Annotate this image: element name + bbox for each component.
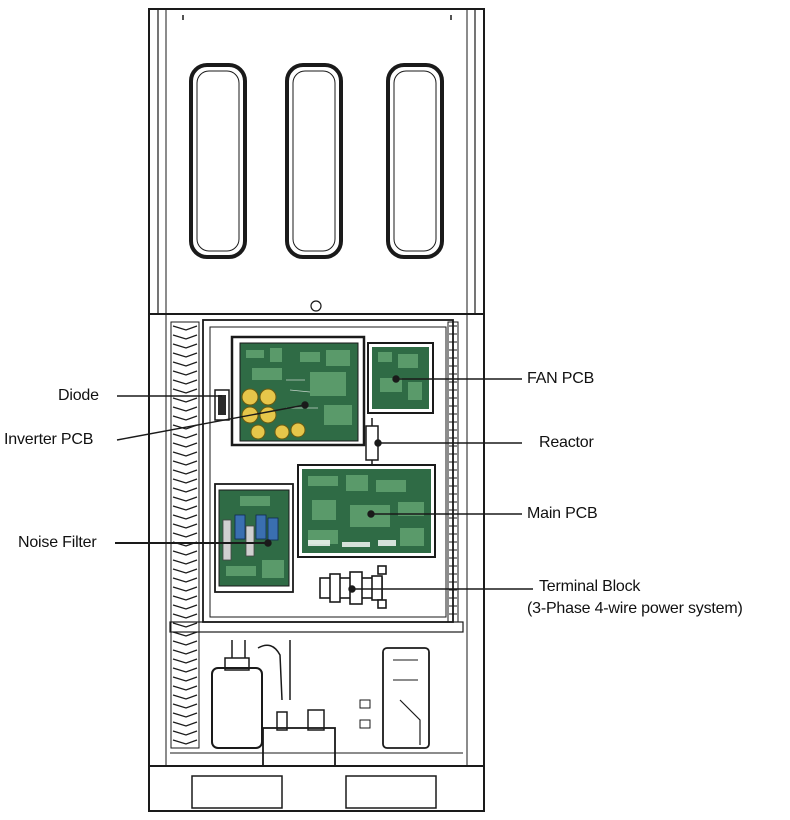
fin-line bbox=[172, 640, 198, 646]
fin-line bbox=[172, 523, 198, 529]
fin-line bbox=[172, 388, 198, 394]
fin-line bbox=[172, 550, 198, 556]
fin-line bbox=[172, 460, 198, 466]
fin-line bbox=[172, 442, 198, 448]
fin-line bbox=[172, 406, 198, 412]
fin-line bbox=[172, 649, 198, 655]
leader-lines bbox=[115, 375, 533, 593]
fin-line bbox=[172, 685, 198, 691]
fin-line bbox=[172, 352, 198, 358]
fin-line bbox=[172, 487, 198, 493]
label-main-pcb: Main PCB bbox=[527, 505, 598, 522]
fin-line bbox=[172, 415, 198, 421]
fin-line bbox=[172, 667, 198, 673]
label-diode: Diode bbox=[58, 387, 99, 404]
lower-frame bbox=[148, 313, 485, 767]
inverter-pcb bbox=[230, 335, 366, 447]
fin-line bbox=[172, 613, 198, 619]
coil-left bbox=[170, 321, 200, 749]
fin-line bbox=[172, 712, 198, 718]
terminal-block bbox=[319, 565, 387, 609]
fin-line bbox=[172, 325, 198, 331]
fin-line bbox=[172, 514, 198, 520]
label-inverter-pcb: Inverter PCB bbox=[4, 431, 94, 448]
fin-line bbox=[172, 703, 198, 709]
fin-line bbox=[172, 658, 198, 664]
main-pcb bbox=[297, 464, 436, 558]
fin-line bbox=[172, 433, 198, 439]
fin-line bbox=[172, 604, 198, 610]
label-reactor: Reactor bbox=[539, 434, 594, 451]
unit-base bbox=[148, 765, 485, 812]
label-noise-filter: Noise Filter bbox=[18, 534, 97, 551]
fin-line bbox=[172, 469, 198, 475]
noise-filter bbox=[214, 483, 294, 593]
fin-line bbox=[172, 631, 198, 637]
coil-right bbox=[447, 321, 459, 623]
fin-line bbox=[172, 568, 198, 574]
fin-line bbox=[172, 379, 198, 385]
fin-line bbox=[172, 739, 198, 745]
fin-line bbox=[172, 397, 198, 403]
fin-line bbox=[172, 496, 198, 502]
fin-line bbox=[172, 361, 198, 367]
fin-line bbox=[172, 478, 198, 484]
fin-line bbox=[172, 334, 198, 340]
leader-inverter-pcb bbox=[116, 404, 306, 441]
fin-line bbox=[172, 370, 198, 376]
fin-line bbox=[172, 577, 198, 583]
fin-line bbox=[172, 343, 198, 349]
fin-line bbox=[172, 622, 198, 628]
fin-line bbox=[172, 730, 198, 736]
fin-line bbox=[172, 721, 198, 727]
fin-line bbox=[172, 676, 198, 682]
upper-panel bbox=[148, 8, 485, 315]
fin-line bbox=[172, 451, 198, 457]
fin-line bbox=[172, 505, 198, 511]
compressor-area bbox=[170, 640, 463, 767]
fin-line bbox=[172, 559, 198, 565]
label-terminal-block: Terminal Block bbox=[539, 578, 641, 595]
fin-line bbox=[172, 595, 198, 601]
fan-pcb bbox=[367, 342, 434, 414]
diode-block bbox=[214, 389, 230, 421]
fin-line bbox=[172, 586, 198, 592]
fin-line bbox=[172, 694, 198, 700]
label-fan-pcb: FAN PCB bbox=[527, 370, 595, 387]
label-terminal-block-note: (3-Phase 4-wire power system) bbox=[527, 600, 743, 617]
fin-line bbox=[172, 532, 198, 538]
